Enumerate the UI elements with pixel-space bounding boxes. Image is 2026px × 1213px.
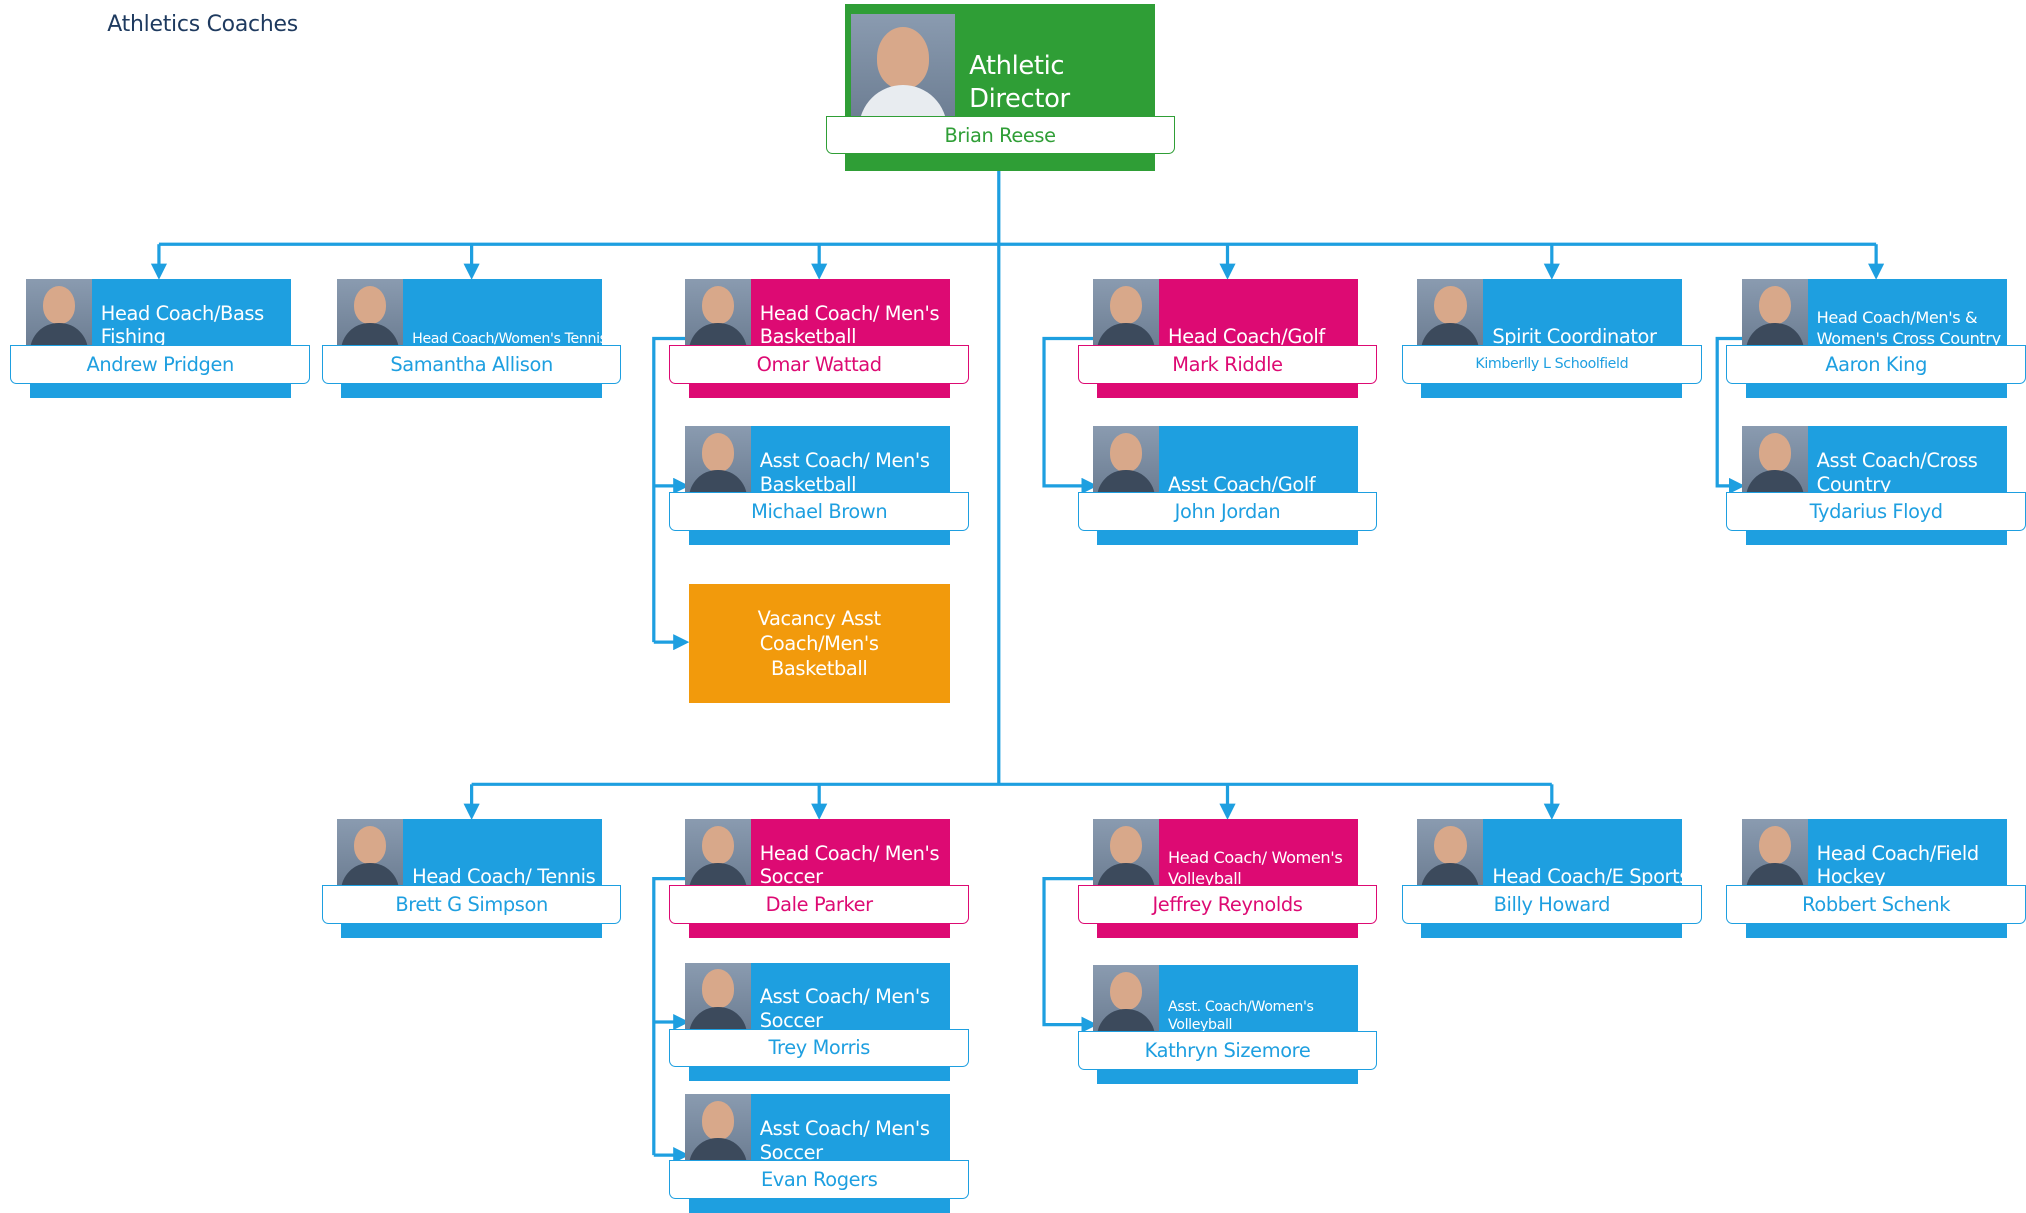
- org-card-samantha-allison[interactable]: Head Coach/Women's Tennis Samantha Allis…: [321, 279, 622, 398]
- person-photo: [25, 279, 92, 345]
- card-role: Athletic Director: [969, 51, 1070, 114]
- person-photo: [684, 279, 751, 345]
- person-photo: [1093, 426, 1159, 493]
- card-role: Asst. Coach/Women's Volleyball: [1168, 998, 1314, 1034]
- org-card-aaron-king[interactable]: Head Coach/Men's & Women's Cross Country…: [1726, 279, 2026, 398]
- org-card-mark-riddle[interactable]: Head Coach/Golf Mark Riddle: [1077, 279, 1378, 398]
- card-name: Aaron King: [1726, 344, 2026, 384]
- person-photo: [1741, 426, 1808, 493]
- card-role: Head Coach/ Tennis: [412, 865, 596, 889]
- card-role: Head Coach/Men's & Women's Cross Country: [1816, 307, 2001, 348]
- org-card-robbert-schenk[interactable]: Head Coach/Field Hockey Robbert Schenk: [1726, 819, 2026, 939]
- person-photo: [1741, 819, 1808, 886]
- person-photo: [1093, 279, 1159, 345]
- card-role: Head Coach/Golf: [1168, 325, 1325, 349]
- card-name: Michael Brown: [669, 492, 970, 532]
- card-role: Head Coach/Field Hockey: [1816, 841, 1979, 889]
- card-name: Evan Rogers: [669, 1160, 970, 1200]
- card-role: Spirit Coordinator: [1492, 325, 1657, 349]
- card-name: Tydarius Floyd: [1726, 492, 2026, 532]
- person-photo: [1093, 819, 1159, 886]
- org-card-billy-howard[interactable]: Head Coach/E Sports Billy Howard: [1401, 819, 1702, 939]
- org-card-john-jordan[interactable]: Asst Coach/Golf John Jordan: [1077, 426, 1378, 546]
- page-title: Athletics Coaches: [107, 11, 298, 37]
- card-name: Billy Howard: [1401, 885, 1702, 924]
- card-body: [688, 584, 950, 703]
- person-photo: [851, 14, 955, 118]
- person-photo: [684, 962, 751, 1029]
- card-role: Asst Coach/ Men's Soccer: [759, 1116, 930, 1164]
- org-card-andrew-pridgen[interactable]: Head Coach/Bass Fishing Andrew Pridgen: [10, 279, 311, 398]
- card-role: Head Coach/Bass Fishing: [100, 301, 264, 349]
- org-card-jeffrey-reynolds[interactable]: Head Coach/ Women's Volleyball Jeffrey R…: [1077, 819, 1378, 939]
- card-role: Asst Coach/ Men's Basketball: [759, 448, 930, 496]
- card-role: Head Coach/E Sports: [1492, 865, 1690, 889]
- card-name: Omar Wattad: [669, 344, 970, 384]
- person-photo: [1741, 279, 1808, 345]
- card-name: John Jordan: [1077, 492, 1378, 532]
- org-card-athletic-director[interactable]: Athletic Director Brian Reese: [825, 3, 1175, 171]
- org-card-evan-rogers[interactable]: Asst Coach/ Men's Soccer Evan Rogers: [669, 1094, 970, 1213]
- person-photo: [684, 1094, 751, 1161]
- card-role: Head Coach/Women's Tennis: [412, 331, 607, 348]
- card-role: Asst Coach/Cross Country: [1816, 448, 1978, 496]
- card-name: Andrew Pridgen: [10, 344, 311, 384]
- card-name: Brett G Simpson: [321, 885, 622, 924]
- card-role: Head Coach/ Women's Volleyball: [1168, 847, 1343, 888]
- org-card-brett-simpson[interactable]: Head Coach/ Tennis Brett G Simpson: [321, 819, 622, 939]
- org-card-vacancy[interactable]: Vacancy Asst Coach/Men's Basketball: [669, 584, 969, 703]
- org-card-tydarius-floyd[interactable]: Asst Coach/Cross Country Tydarius Floyd: [1726, 426, 2026, 546]
- person-photo: [1417, 279, 1484, 345]
- person-photo: [1417, 819, 1484, 886]
- card-name: Brian Reese: [825, 116, 1175, 154]
- card-role: Head Coach/ Men's Soccer: [759, 841, 940, 889]
- org-card-kathryn-sizemore[interactable]: Asst. Coach/Women's Volleyball Kathryn S…: [1077, 965, 1378, 1085]
- person-photo: [337, 819, 404, 886]
- person-photo: [337, 279, 404, 345]
- card-role: Vacancy Asst Coach/Men's Basketball: [757, 606, 881, 681]
- org-card-omar-wattad[interactable]: Head Coach/ Men's Basketball Omar Wattad: [669, 279, 970, 398]
- card-role: Asst Coach/ Men's Soccer: [759, 985, 930, 1032]
- org-card-michael-brown[interactable]: Asst Coach/ Men's Basketball Michael Bro…: [669, 426, 970, 546]
- card-name: Samantha Allison: [321, 344, 622, 384]
- card-name: Trey Morris: [669, 1028, 970, 1068]
- card-name: Mark Riddle: [1077, 344, 1378, 384]
- card-name: Jeffrey Reynolds: [1077, 885, 1378, 924]
- org-card-trey-morris[interactable]: Asst Coach/ Men's Soccer Trey Morris: [669, 962, 970, 1082]
- card-role: Asst Coach/Golf: [1168, 472, 1316, 496]
- person-photo: [684, 426, 751, 493]
- card-name: Kimberlly L Schoolfield: [1401, 344, 1702, 384]
- person-photo: [1093, 965, 1159, 1032]
- card-name: Kathryn Sizemore: [1077, 1031, 1378, 1070]
- org-card-dale-parker[interactable]: Head Coach/ Men's Soccer Dale Parker: [669, 819, 970, 939]
- card-name: Robbert Schenk: [1726, 885, 2026, 924]
- person-photo: [684, 819, 751, 886]
- card-name: Dale Parker: [669, 885, 970, 924]
- org-card-kimberlly-schoolfield[interactable]: Spirit Coordinator Kimberlly L Schoolfie…: [1401, 279, 1702, 398]
- card-role: Head Coach/ Men's Basketball: [759, 301, 940, 349]
